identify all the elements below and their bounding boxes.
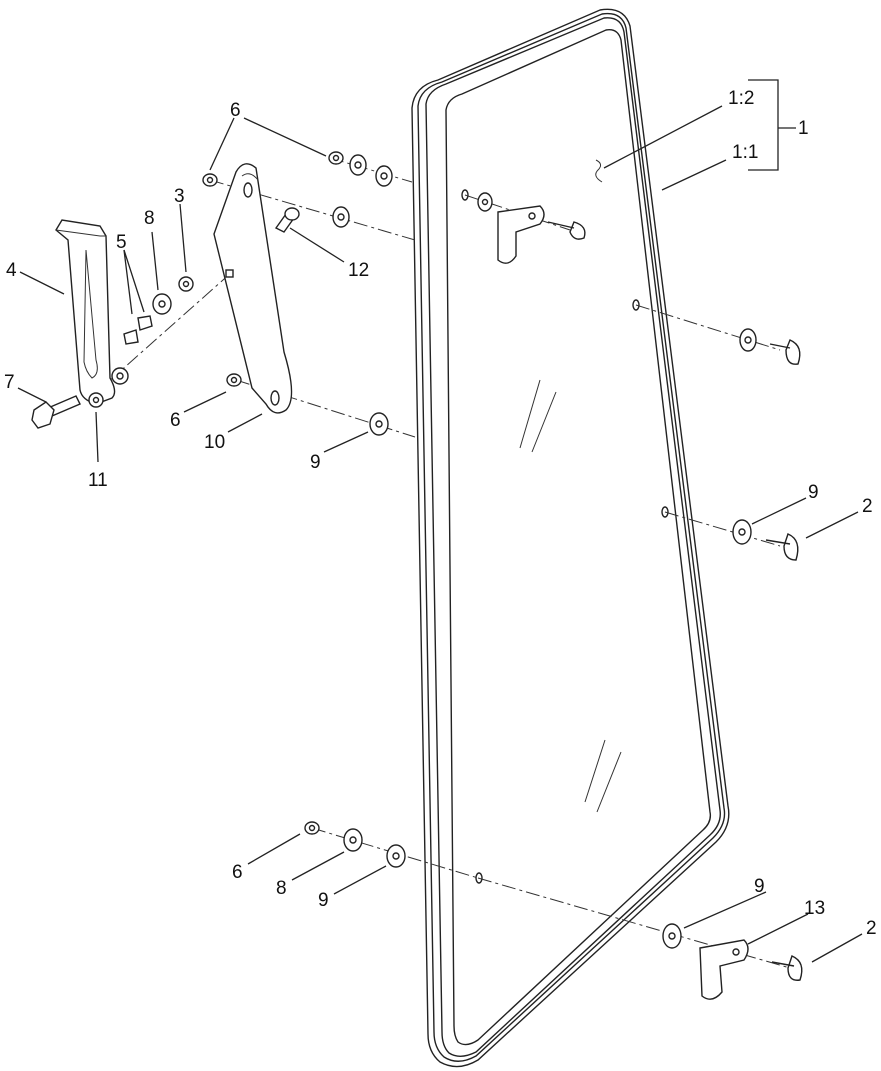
- callout-8-top: 8: [144, 208, 155, 229]
- callout-9-bot-right: 9: [754, 876, 765, 897]
- callout-6-top: 6: [230, 100, 241, 121]
- callout-8-bot: 8: [276, 878, 287, 899]
- callout-2-bot: 2: [866, 918, 877, 939]
- hardware-parts: [31, 151, 803, 1000]
- callout-7: 7: [4, 372, 15, 393]
- callout-11: 11: [88, 470, 108, 491]
- callout-1: 1: [798, 118, 809, 139]
- callout-1-1: 1:1: [732, 142, 758, 163]
- callout-9-bot: 9: [318, 890, 329, 911]
- callout-12: 12: [348, 260, 369, 281]
- callout-labels: 1 1:2 1:1 6 3 8 5 4 12 7 11 6 10 9 9 2 6…: [4, 88, 877, 939]
- hinge-bracket: [213, 163, 293, 414]
- callout-13: 13: [804, 898, 825, 919]
- callout-9-right: 9: [808, 482, 819, 503]
- callout-3: 3: [174, 186, 185, 207]
- callout-9-mid: 9: [310, 452, 321, 473]
- callout-5: 5: [116, 232, 127, 253]
- callout-1-2: 1:2: [728, 88, 754, 109]
- callout-6-mid: 6: [170, 410, 181, 431]
- latch-handle: [55, 219, 129, 405]
- callout-4: 4: [6, 260, 17, 281]
- leader-lines: [17, 79, 863, 963]
- callout-10: 10: [204, 432, 225, 453]
- callout-2-mid: 2: [862, 496, 873, 517]
- callout-6-bot: 6: [232, 862, 243, 883]
- window-glass-panel: [411, 8, 730, 1068]
